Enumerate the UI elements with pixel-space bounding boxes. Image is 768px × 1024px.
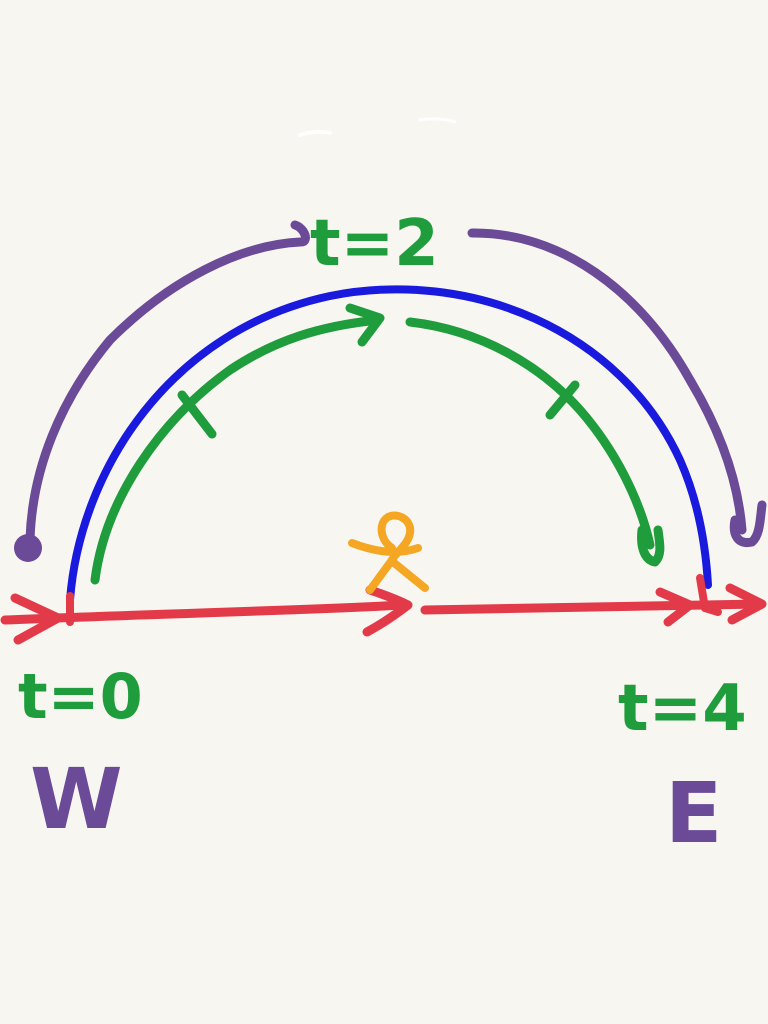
- red-line-arrows: [0, 574, 767, 645]
- label-west: W: [30, 750, 123, 848]
- red-arrowhead-right: [655, 587, 695, 627]
- red-line-left: [0, 600, 410, 625]
- stick-figure-legs: [366, 556, 429, 594]
- background-smudges: [298, 117, 457, 137]
- red-arrowhead-middle: [362, 585, 413, 637]
- green-arc-right: [405, 317, 655, 550]
- label-t-end: t=4: [618, 672, 747, 746]
- red-arrowhead-left: [10, 593, 63, 645]
- green-arrowhead-right: [637, 525, 665, 567]
- green-tick-right: [545, 380, 580, 420]
- stick-figure-arms: [348, 539, 422, 556]
- green-arc-arrows: [90, 303, 665, 585]
- green-arrowhead-top: [345, 303, 385, 347]
- purple-arc-left: [25, 220, 310, 545]
- purple-arrowhead: [729, 500, 767, 548]
- red-hook-right: [696, 574, 722, 616]
- stick-figure-icon: [348, 511, 429, 594]
- purple-arc-arrow: [14, 220, 767, 562]
- label-t-mid: t=2: [310, 207, 439, 281]
- blue-arc: [66, 285, 712, 604]
- label-t-start: t=0: [18, 660, 143, 733]
- purple-start-dot: [14, 534, 42, 562]
- purple-arc-right: [467, 228, 747, 535]
- label-east: E: [665, 764, 722, 862]
- green-tick-left: [177, 390, 217, 439]
- green-arc-left: [90, 315, 383, 585]
- red-arrowhead-far-right: [725, 583, 767, 625]
